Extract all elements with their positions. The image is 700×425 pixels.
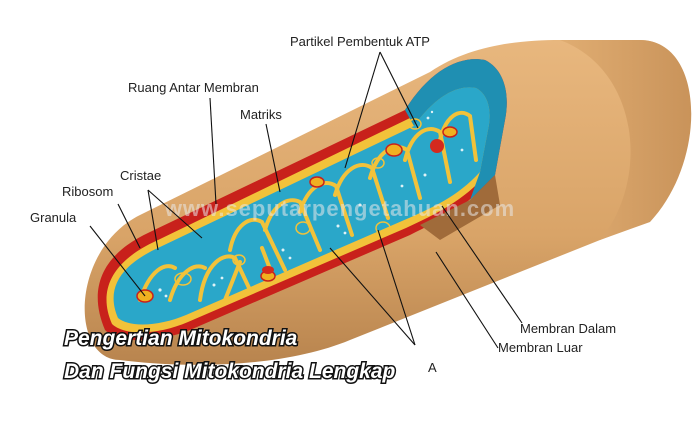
label-granula: Granula [30, 210, 77, 225]
label-membran-dalam: Membran Dalam [520, 321, 616, 336]
watermark: www.seputarpengetahuan.com [164, 196, 515, 221]
label-ruang-antar-membran: Ruang Antar Membran [128, 80, 259, 95]
outer-membrane-cap [560, 40, 692, 240]
title-line-1: Pengertian Mitokondria [64, 327, 298, 350]
label-matriks: Matriks [240, 107, 282, 122]
dna-rings [174, 118, 422, 286]
title-line-2: Dan Fungsi Mitokondria Lengkap [64, 360, 396, 383]
ribosomes [158, 110, 464, 298]
label-ribosom: Ribosom [62, 184, 113, 199]
leader-lines [89, 51, 523, 349]
label-dna-partial: A [428, 360, 437, 375]
label-membran-luar: Membran Luar [498, 340, 583, 355]
cut-face-lower [420, 175, 500, 240]
label-cristae: Cristae [120, 168, 161, 183]
label-partikel-pembentuk-atp: Partikel Pembentuk ATP [290, 34, 430, 49]
cut-face [405, 59, 507, 201]
